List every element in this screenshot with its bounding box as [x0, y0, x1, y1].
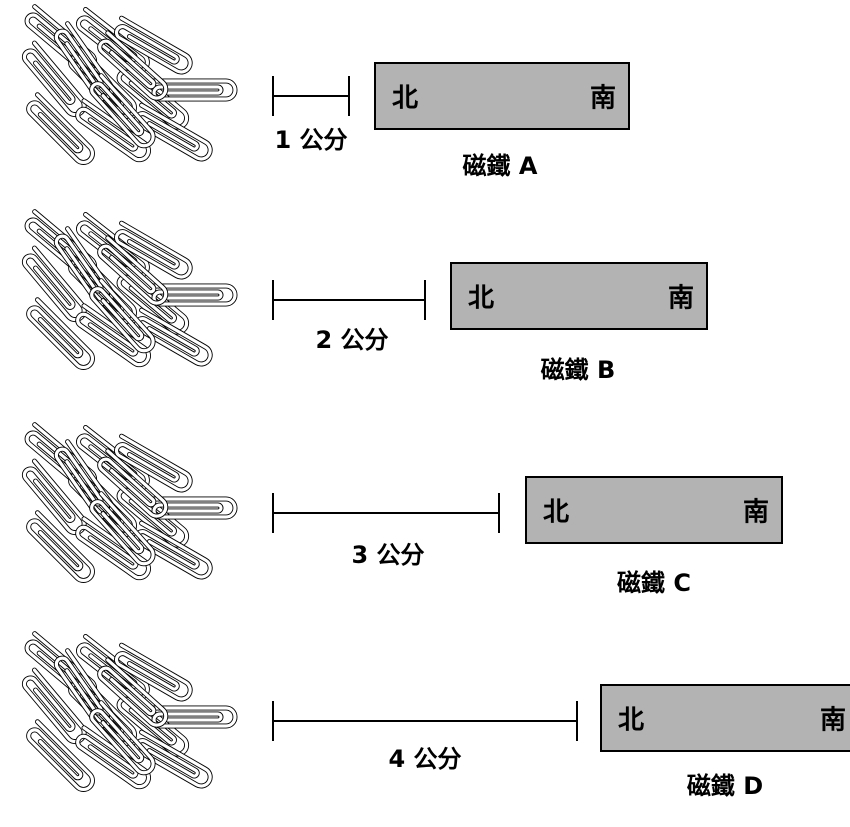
distance-ruler [272, 280, 426, 320]
paper-clip-icon [75, 98, 151, 163]
distance-label: 3 公分 [351, 541, 425, 569]
paper-clip-icon [75, 725, 151, 790]
paper-clip-icon [116, 479, 190, 548]
south-pole-label: 南 [667, 283, 694, 314]
paper-clip-icon [89, 491, 156, 567]
north-pole-label: 北 [543, 497, 570, 528]
distance-label: 2 公分 [315, 326, 389, 354]
paper-clip-icon [26, 297, 95, 370]
paper-clip-icon [97, 235, 169, 306]
north-pole-label: 北 [468, 283, 495, 314]
south-pole-label: 南 [742, 497, 769, 528]
magnet-label: 磁鐵 D [686, 772, 764, 800]
paper-clip-icon [116, 61, 190, 130]
paper-clip-pile-icon [21, 631, 238, 792]
distance-label: 4 公分 [388, 745, 462, 773]
paper-clip-icon [89, 278, 156, 354]
paper-clip-icon [114, 642, 193, 702]
paper-clip-icon [116, 266, 190, 335]
row-magnet-d: 4 公分 北 南 磁鐵 D [0, 627, 850, 827]
paper-clip-icon [97, 657, 169, 728]
paper-clip-icon [89, 73, 156, 149]
paper-clip-icon [97, 448, 169, 519]
magnet-bar: 北 南 [374, 62, 630, 130]
paper-clip-icon [114, 15, 193, 75]
paper-clip-icon [26, 719, 95, 792]
paper-clip-pile-icon [21, 422, 238, 583]
paper-clip-icon [26, 92, 95, 165]
north-pole-label: 北 [392, 83, 419, 114]
paper-clip-icon [114, 220, 193, 280]
row-magnet-a: 1 公分 北 南 磁鐵 A [0, 0, 850, 200]
paper-clip-icon [97, 30, 169, 101]
magnet-bar: 北 南 [450, 262, 708, 330]
paper-clip-icon [116, 688, 190, 757]
distance-ruler [272, 76, 350, 116]
distance-label: 1 公分 [274, 126, 348, 154]
row-magnet-c: 3 公分 北 南 磁鐵 C [0, 418, 850, 618]
paper-clip-icon [114, 433, 193, 493]
magnet-bar: 北 南 [525, 476, 783, 544]
paper-clip-icon [89, 700, 156, 776]
paper-clip-icon [75, 516, 151, 581]
magnet-label: 磁鐵 B [540, 356, 616, 384]
magnet-label: 磁鐵 C [617, 569, 691, 597]
magnet-label: 磁鐵 A [462, 152, 538, 180]
north-pole-label: 北 [618, 705, 645, 736]
distance-ruler [272, 701, 578, 741]
paper-clip-icon [75, 303, 151, 368]
south-pole-label: 南 [589, 83, 616, 114]
paper-clip-pile-icon [21, 209, 238, 370]
paper-clip-icon [26, 510, 95, 583]
distance-ruler [272, 493, 500, 533]
magnet-bar: 北 南 [600, 684, 850, 752]
row-magnet-b: 2 公分 北 南 磁鐵 B [0, 205, 850, 405]
paper-clip-pile-icon [21, 4, 238, 165]
south-pole-label: 南 [819, 705, 846, 736]
